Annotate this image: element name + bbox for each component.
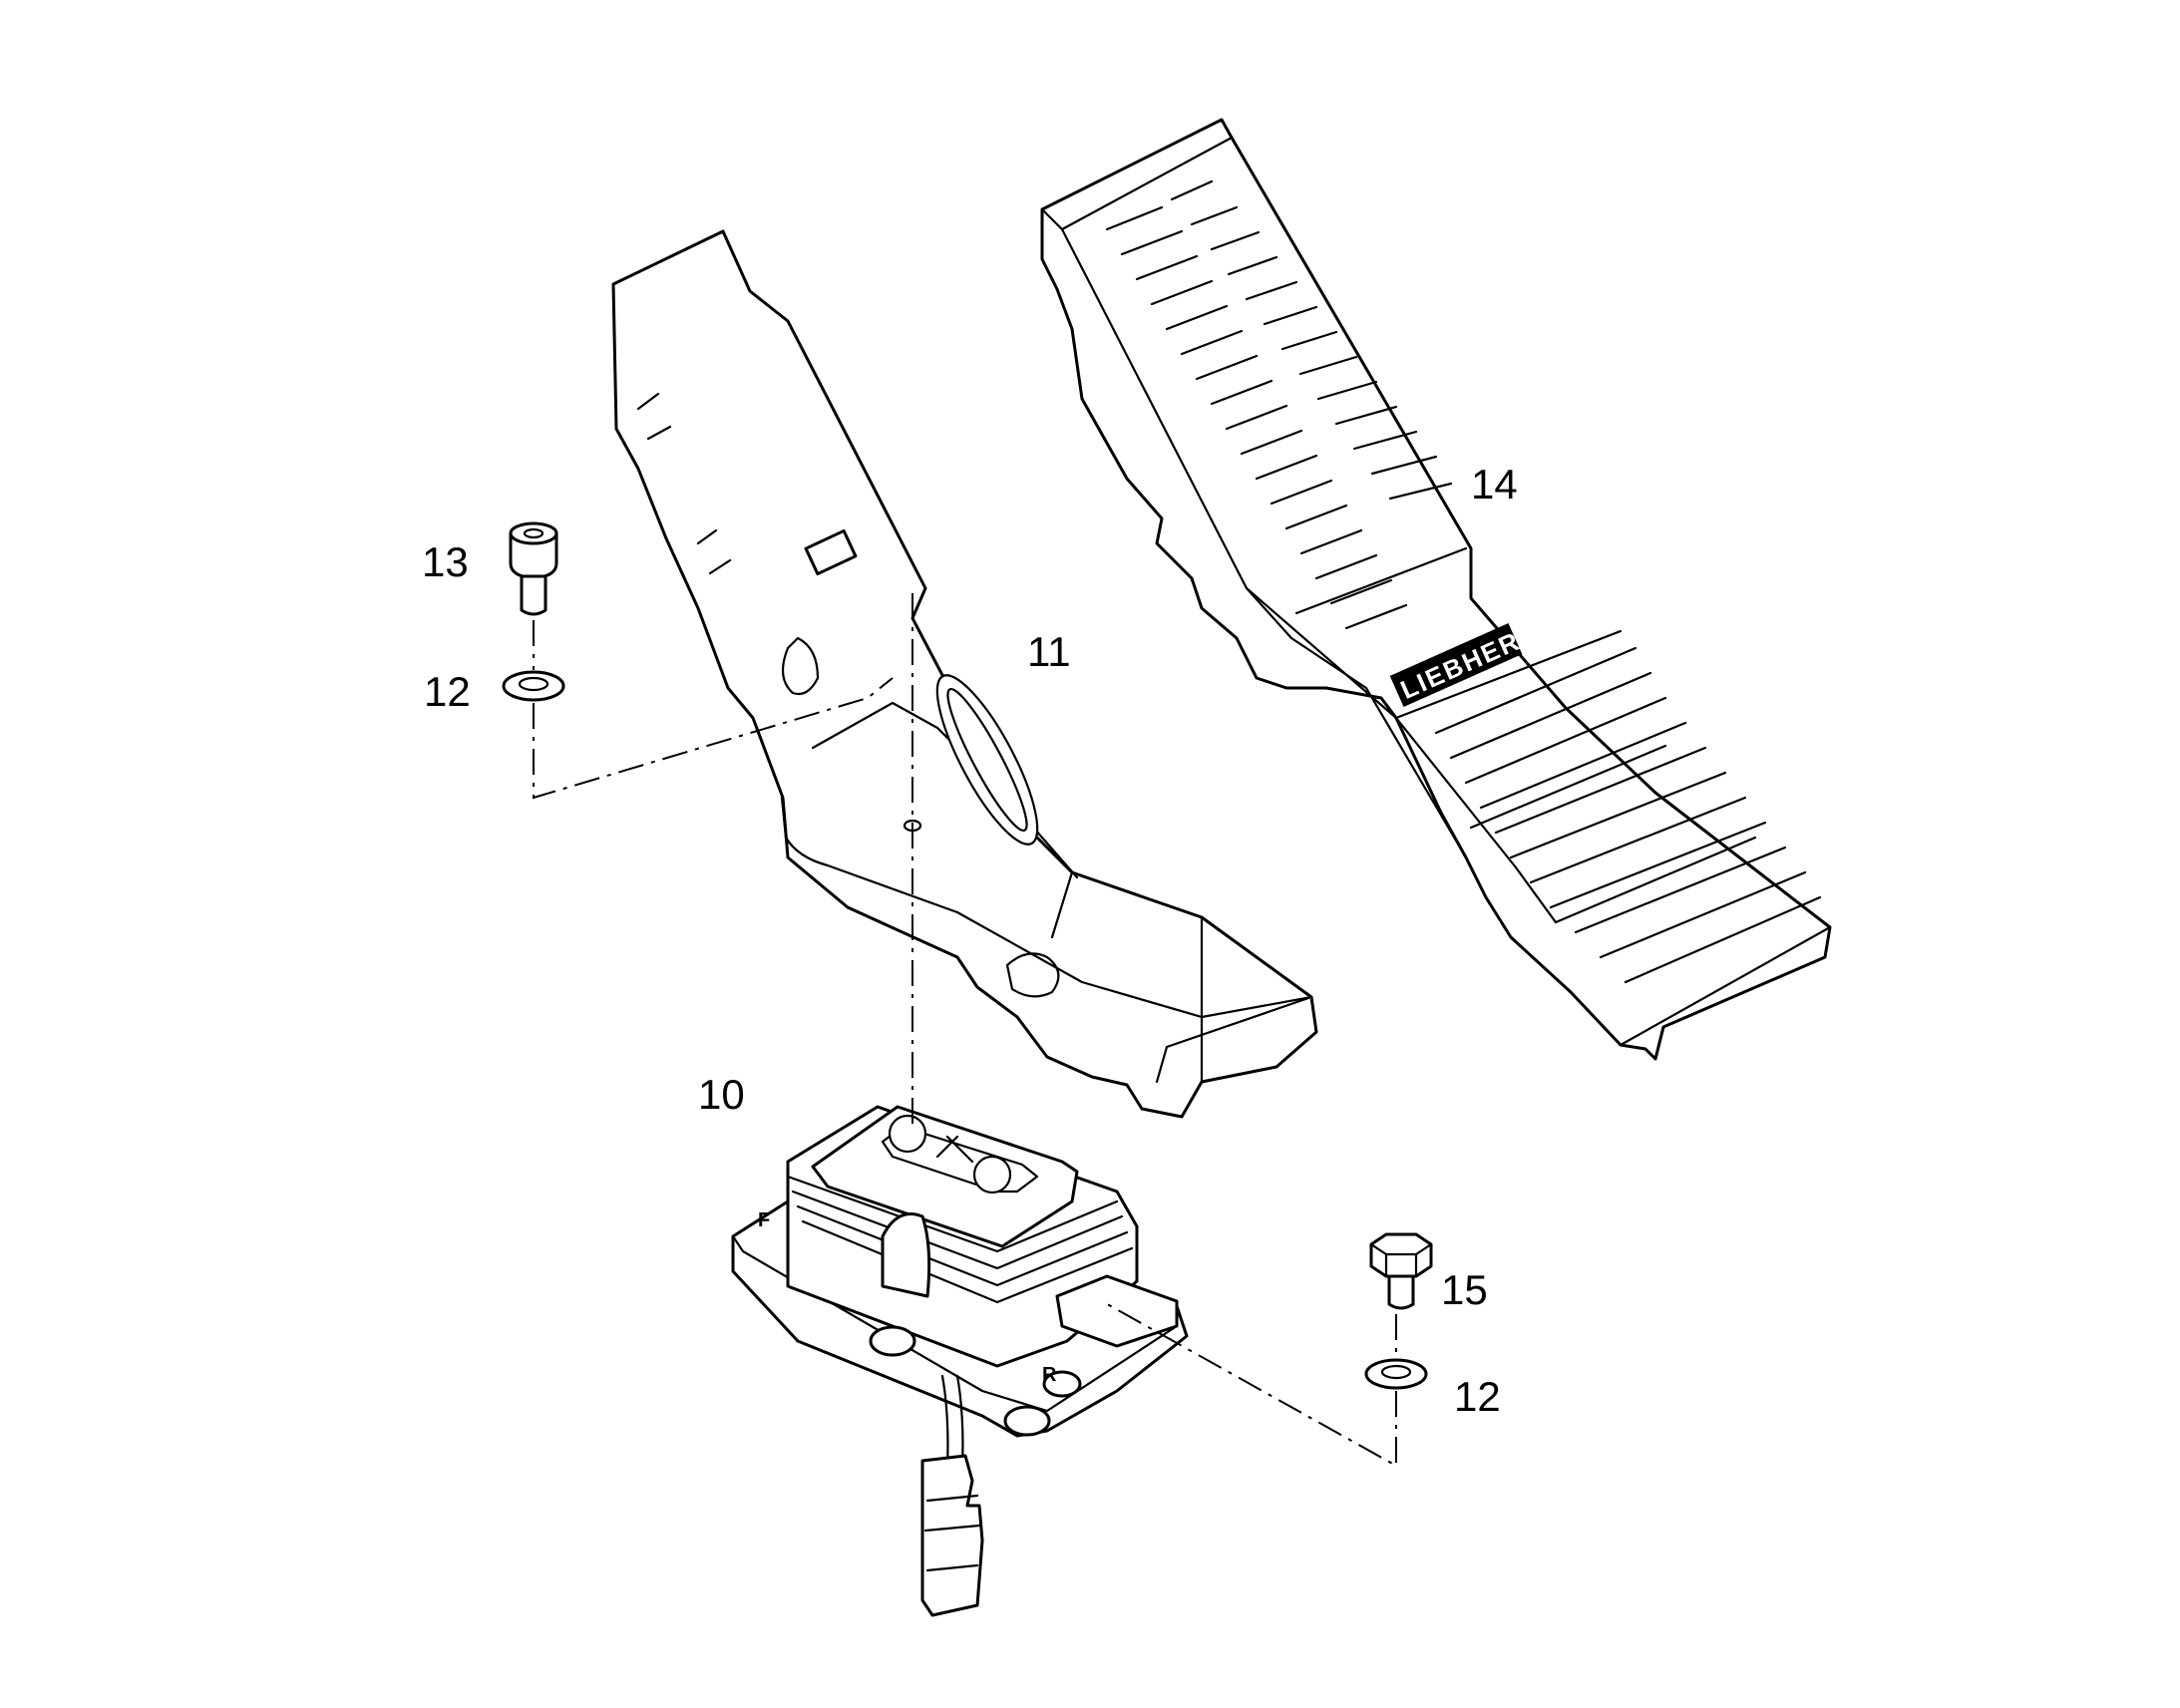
pedal-bracket-part-11[interactable]	[611, 229, 1318, 1119]
callout-14: 14	[1471, 461, 1518, 508]
hex-bolt-part-15[interactable]	[1369, 1232, 1433, 1310]
callout-11: 11	[1027, 628, 1071, 675]
socket-screw-part-13[interactable]	[509, 521, 558, 616]
washer-part-12-upper[interactable]	[502, 670, 565, 702]
callout-12-lower: 12	[1454, 1373, 1501, 1420]
pedal-tread-ribs	[1105, 179, 1822, 984]
callout-labels: 10 11 12 13 14 15 12	[422, 461, 1518, 1420]
callout-12-upper: 12	[424, 668, 471, 715]
rear-mark: R	[1042, 1364, 1057, 1386]
front-mark: F	[758, 1209, 770, 1231]
pedal-brand-plate	[1389, 623, 1523, 707]
assembly-center-lines	[533, 593, 1397, 1468]
washer-part-12-lower[interactable]	[1364, 1358, 1428, 1390]
callout-10: 10	[698, 1071, 745, 1118]
callout-15: 15	[1441, 1266, 1488, 1313]
pedal-sensor-part-10[interactable]: F R	[731, 1105, 1189, 1617]
accelerator-pedal-part-14[interactable]: LIEBHERR	[1040, 118, 1832, 1061]
callout-13: 13	[422, 538, 469, 585]
